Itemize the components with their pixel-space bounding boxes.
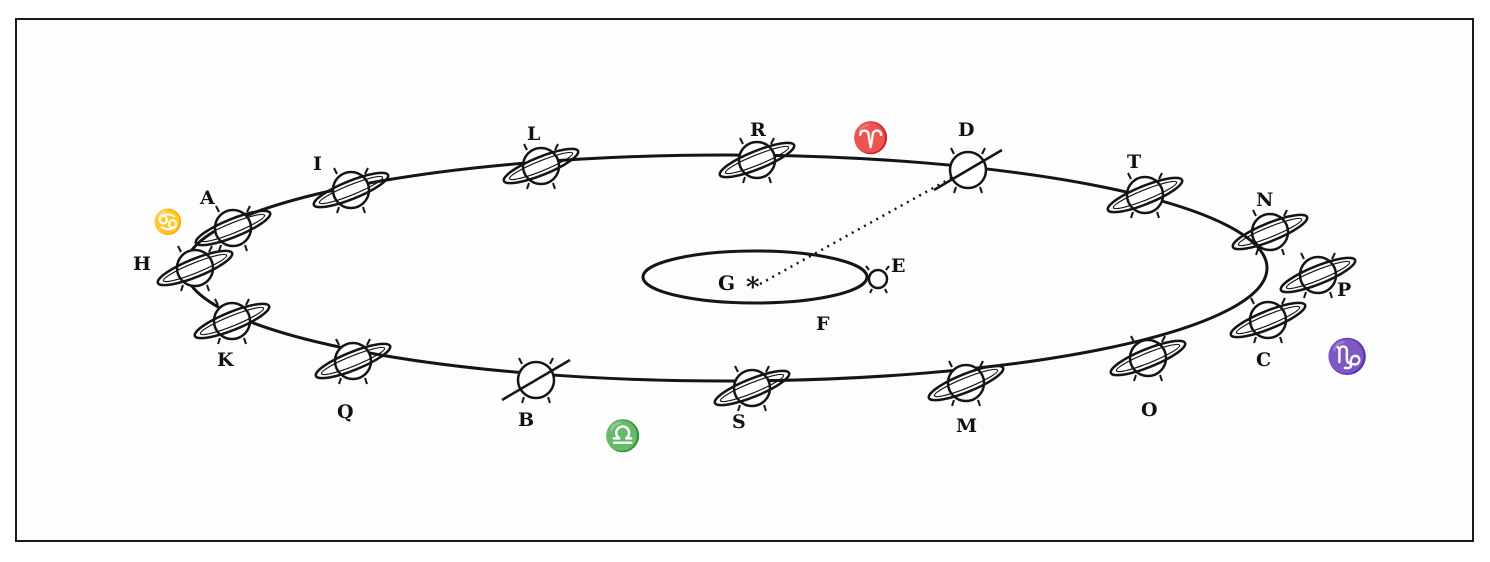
ringed-planet-icon: [1106, 172, 1184, 219]
position-labels: L R D T N P C O M S B Q K H A I: [133, 119, 1351, 437]
ringed-planet-icon: [312, 167, 390, 214]
libra-sign-icon: ♎: [604, 418, 641, 454]
ringed-planet-icon: [194, 205, 272, 252]
ringed-planet-icon: [314, 338, 392, 385]
planet-line-icon: [501, 357, 571, 404]
point-label-F: F: [816, 313, 830, 335]
position-label-M: M: [956, 415, 977, 437]
aries-sign-icon: ♈: [852, 120, 889, 156]
figure-frame: [15, 18, 1474, 542]
earth-icon: [865, 265, 890, 294]
ringed-planet-icon: [1109, 335, 1187, 382]
saturn-positions: [156, 137, 1357, 412]
ringed-planet-icon: [1279, 252, 1357, 299]
ringed-planet-icon: [502, 143, 580, 190]
position-label-N: N: [1256, 189, 1273, 211]
position-label-P: P: [1337, 279, 1351, 301]
position-label-S: S: [732, 411, 746, 433]
ringed-planet-icon: [927, 360, 1005, 407]
sun-star-icon: *: [746, 273, 760, 303]
position-label-C: C: [1256, 349, 1271, 371]
position-label-T: T: [1127, 151, 1141, 173]
position-label-B: B: [518, 409, 534, 431]
capricorn-sign-icon: ♑: [1326, 337, 1368, 377]
position-label-Q: Q: [337, 401, 354, 423]
position-label-D: D: [958, 119, 974, 141]
ringed-planet-icon: [713, 365, 791, 412]
ringed-planet-icon: [1231, 209, 1309, 256]
position-label-K: K: [217, 349, 235, 371]
ringed-planet-icon: [1229, 297, 1307, 344]
position-label-H: H: [133, 253, 151, 275]
ringed-planet-icon: [193, 298, 271, 345]
position-label-R: R: [750, 119, 766, 141]
center-label: G: [718, 271, 735, 295]
position-label-A: A: [199, 187, 215, 209]
earth-orbit: [641, 249, 869, 305]
position-label-I: I: [313, 153, 322, 175]
point-label-E: E: [891, 255, 905, 277]
ringed-planet-icon: [156, 245, 234, 292]
position-label-O: O: [1141, 399, 1158, 421]
ringed-planet-icon: [718, 137, 796, 184]
position-label-L: L: [527, 123, 540, 145]
cancer-sign-icon: ♋: [153, 207, 183, 236]
planet-line-icon: [933, 147, 1003, 194]
